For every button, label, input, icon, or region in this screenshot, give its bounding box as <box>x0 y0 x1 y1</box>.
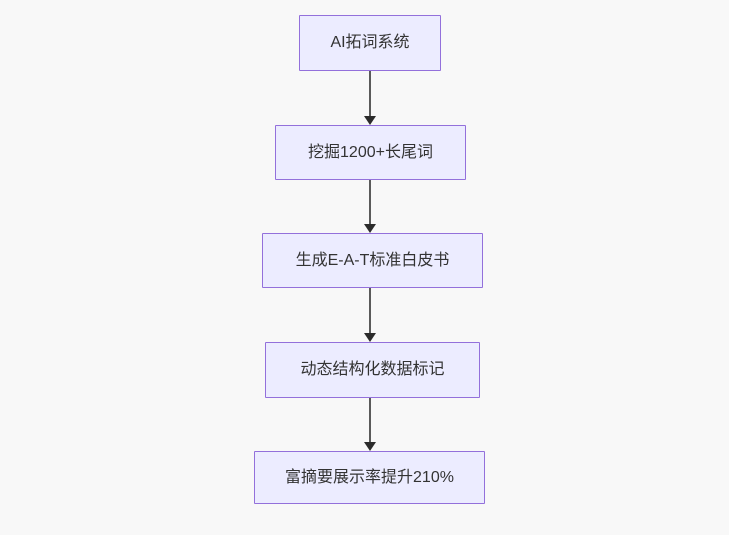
flow-node-label: 生成E-A-T标准白皮书 <box>295 251 450 269</box>
arrowhead-down-icon <box>364 116 376 125</box>
flow-node-generate-eat-whitepaper: 生成E-A-T标准白皮书 <box>262 233 483 288</box>
arrowhead-down-icon <box>364 333 376 342</box>
flow-arrow-1 <box>364 71 376 125</box>
flow-arrow-3 <box>364 288 376 342</box>
arrowhead-down-icon <box>364 224 376 233</box>
edge-line <box>369 288 371 334</box>
flow-node-label: 挖掘1200+长尾词 <box>308 143 433 161</box>
flow-arrow-4 <box>364 398 376 451</box>
flow-node-mine-longtail-keywords: 挖掘1200+长尾词 <box>275 125 466 180</box>
flow-node-ai-word-expansion-system: AI拓词系统 <box>299 15 441 71</box>
edge-line <box>369 180 371 225</box>
flow-arrow-2 <box>364 180 376 233</box>
edge-line <box>369 71 371 117</box>
arrowhead-down-icon <box>364 442 376 451</box>
flow-node-label: AI拓词系统 <box>330 34 410 52</box>
flow-node-label: 动态结构化数据标记 <box>300 361 445 379</box>
flow-node-rich-snippet-rate-increase: 富摘要展示率提升210% <box>254 451 485 504</box>
flow-node-dynamic-structured-data-markup: 动态结构化数据标记 <box>265 342 480 398</box>
flow-node-label: 富摘要展示率提升210% <box>285 468 454 486</box>
edge-line <box>369 398 371 443</box>
